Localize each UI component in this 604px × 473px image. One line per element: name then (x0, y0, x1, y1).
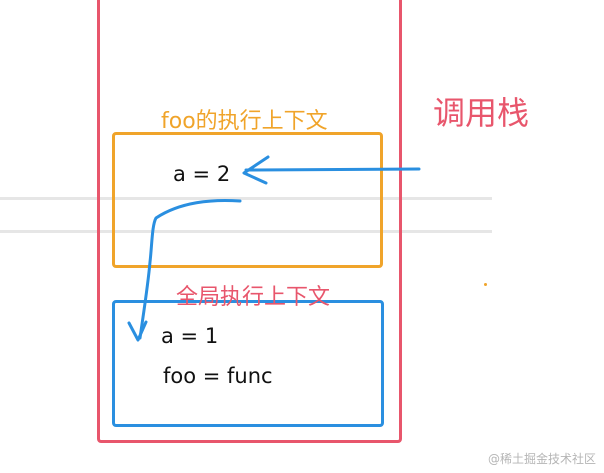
foo-var-a: a = 2 (173, 162, 231, 186)
call-stack-label: 调用栈 (433, 94, 530, 132)
stack-pointer-arrow (242, 155, 421, 185)
global-context-box (112, 300, 384, 427)
global-context-title: 全局执行上下文 (176, 285, 331, 310)
foo-context-title: foo的执行上下文 (161, 109, 328, 134)
call-stack-frame (97, 0, 402, 443)
background-line (0, 230, 492, 233)
global-var-a: a = 1 (161, 324, 219, 348)
watermark: @稀土掘金技术社区 (487, 452, 596, 466)
scope-chain-arrow (127, 198, 242, 342)
foo-context-box (112, 132, 383, 268)
background-line (0, 197, 492, 200)
stray-dot (484, 283, 487, 286)
global-var-foo: foo = func (163, 364, 273, 388)
